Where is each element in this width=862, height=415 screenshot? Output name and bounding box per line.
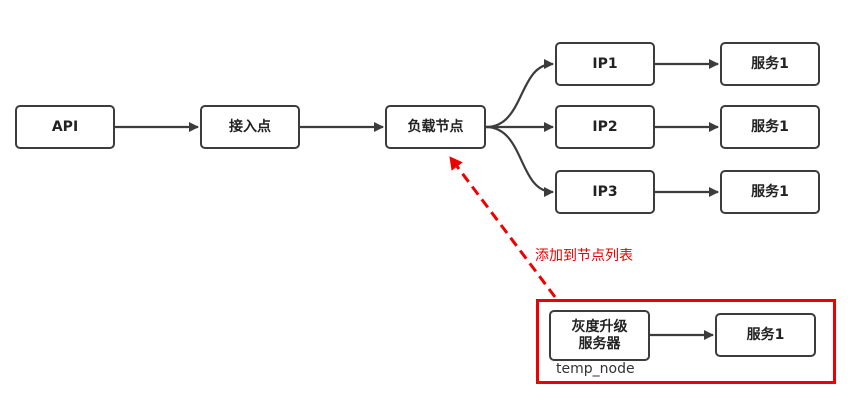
node-gray-service[interactable]: 服务1 bbox=[715, 313, 816, 357]
node-service-1[interactable]: 服务1 bbox=[720, 42, 820, 86]
add-to-list-label: 添加到节点列表 bbox=[535, 248, 633, 264]
node-api[interactable]: API bbox=[15, 105, 115, 149]
temp-node-label: temp_node bbox=[556, 361, 635, 377]
node-service-3[interactable]: 服务1 bbox=[720, 170, 820, 214]
node-ip1[interactable]: IP1 bbox=[555, 42, 655, 86]
edge-lb-to-ip1 bbox=[485, 59, 554, 129]
edge-add-to-list-dashed bbox=[448, 156, 557, 298]
node-ip3[interactable]: IP3 bbox=[555, 170, 655, 214]
gray-server-label-line1: 灰度升级 bbox=[571, 318, 628, 335]
node-service-2[interactable]: 服务1 bbox=[720, 105, 820, 149]
gray-server-label-line2: 服务器 bbox=[578, 335, 621, 352]
node-load-balancer[interactable]: 负载节点 bbox=[385, 105, 486, 149]
node-gray-release-server[interactable]: 灰度升级 服务器 bbox=[549, 310, 650, 361]
node-ip2[interactable]: IP2 bbox=[555, 105, 655, 149]
node-access-point[interactable]: 接入点 bbox=[200, 105, 300, 149]
edge-lb-to-ip3 bbox=[485, 125, 554, 197]
gray-release-highlight-frame bbox=[536, 299, 836, 384]
